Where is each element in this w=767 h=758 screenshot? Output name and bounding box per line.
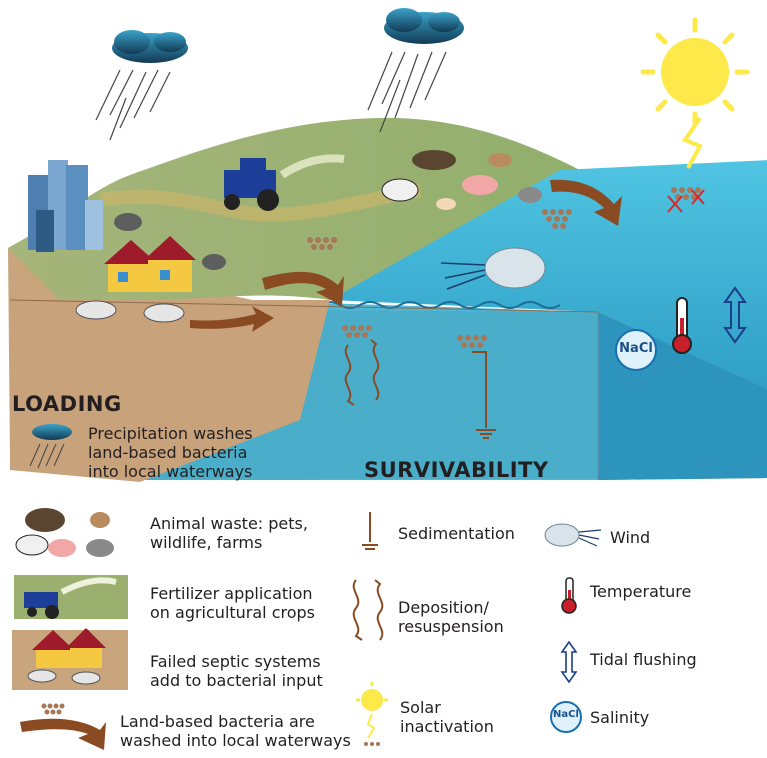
seabed (9, 299, 599, 482)
legend-septic-text: Failed septic systems add to bacterial i… (150, 652, 323, 690)
legend-deposition-icon (352, 579, 384, 641)
thermometer-icon (672, 297, 692, 354)
heading-survivability: SURVIVABILITY (364, 458, 549, 482)
legend-sedimentation-text: Sedimentation (398, 524, 515, 543)
legend-precip-icon (29, 424, 72, 469)
legend-wind-text: Wind (610, 528, 651, 547)
tidal-arrow-icon (723, 286, 747, 344)
legend-thermometer-icon (561, 577, 577, 614)
legend-sedimentation-icon (362, 512, 378, 550)
tractor (224, 154, 345, 211)
heading-loading: LOADING (12, 392, 122, 416)
city-buildings (28, 160, 103, 252)
legend-temperature-text: Temperature (590, 582, 692, 601)
legend-animal-waste-text: Animal waste: pets, wildlife, farms (150, 514, 308, 552)
bacteria-clusters (307, 187, 701, 348)
legend-animals-icon (15, 508, 114, 557)
legend-septic-icon (12, 628, 128, 690)
legend-wind-icon (544, 523, 602, 547)
legend-salinity-icon (550, 701, 582, 733)
sun-icon (640, 17, 750, 169)
legend-tidal-icon (560, 640, 578, 684)
legend-tidal-text: Tidal flushing (590, 650, 697, 669)
legend-solar-icon (356, 682, 388, 746)
farm-animals (114, 150, 542, 270)
legend-land-bacteria-text: Land-based bacteria are washed into loca… (120, 712, 351, 750)
houses (75, 236, 196, 323)
sedimentation-arrow (472, 351, 496, 439)
runoff-arrows (190, 179, 622, 332)
legend-salinity-badge-label: NaCl (553, 709, 579, 720)
legend-tractor-icon (14, 575, 128, 619)
salinity-badge-label: NaCl (619, 341, 653, 356)
legend-solar-text: Solar inactivation (400, 698, 494, 736)
legend-deposition-text: Deposition/ resuspension (398, 598, 504, 636)
deposition-loops (344, 339, 380, 406)
legend-fertilizer-text: Fertilizer application on agricultural c… (150, 584, 316, 622)
salinity-badge-scene (615, 329, 657, 371)
legend-salinity-text: Salinity (590, 708, 650, 727)
legend-precipitation-text: Precipitation washes land-based bacteria… (88, 424, 253, 481)
rain-cloud-center (367, 8, 464, 133)
rain-cloud-left (95, 30, 188, 141)
wind-icon (440, 247, 546, 290)
legend-bacteria-arrow-icon (20, 703, 106, 750)
inactivated-bacteria-marks (667, 189, 705, 213)
